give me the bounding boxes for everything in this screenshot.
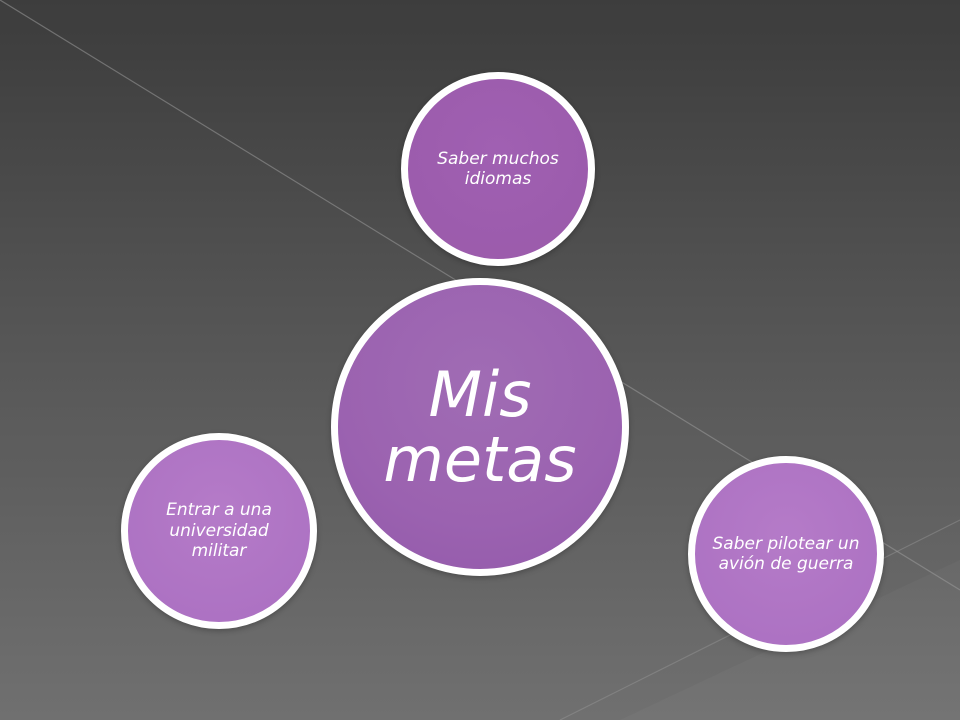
center-circle: Mis metas [331,278,629,576]
goal-circle-military-university: Entrar a una universidad militar [121,433,317,629]
goal-label-fighter-pilot: Saber pilotear un avión de guerra [712,533,860,574]
goal-label-military-university: Entrar a una universidad militar [166,500,272,562]
goal-label-languages: Saber muchos idiomas [437,148,559,189]
center-label: Mis metas [383,357,577,496]
goal-circle-languages: Saber muchos idiomas [401,72,595,266]
goal-circle-fighter-pilot: Saber pilotear un avión de guerra [688,456,884,652]
